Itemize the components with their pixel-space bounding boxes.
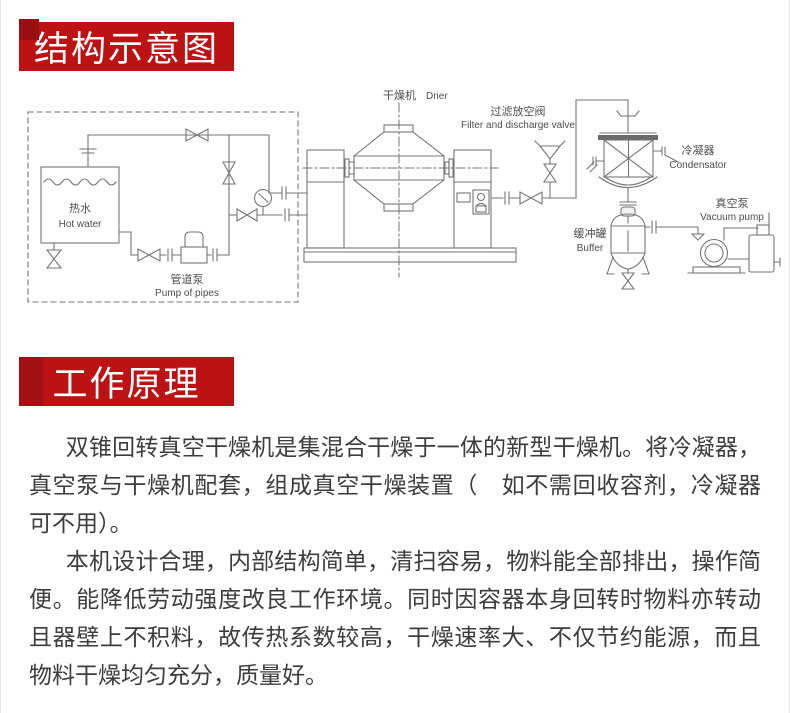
section-title-structure: 结构示意图 (19, 19, 234, 71)
pump-base (692, 266, 741, 274)
riser-valve-icon (222, 134, 236, 256)
condenser-label-en: Condensator (669, 160, 727, 171)
pipe-pump-label-en: Pump of pipes (155, 288, 219, 299)
condenser-unit: 冷凝器 Condensator (575, 99, 727, 224)
tank-drain-valve-icon (45, 242, 63, 269)
drier-label-en: Drier (426, 91, 448, 102)
vacuum-pump-unit: 真空泵 Vacuum pump (644, 196, 781, 274)
principle-title-text: 工作原理 (52, 365, 201, 404)
hot-water-tank (40, 166, 120, 244)
water-wave-line (43, 178, 117, 186)
section-title-principle: 工作原理 (19, 357, 234, 406)
top-supply-pipe (79, 128, 270, 168)
pipe-pump-assembly (118, 231, 230, 264)
double-cone-vessel (353, 124, 445, 212)
pump-motor-icon (184, 231, 204, 248)
pipe-pump-label-cn: 管道泵 (171, 272, 204, 286)
banner-corner-accent (19, 19, 39, 40)
structure-diagram: 热水 Hot water (27, 88, 781, 303)
drier-left-column (306, 149, 345, 249)
pump-body-icon (180, 246, 208, 264)
buffer-label-cn: 缓冲罐 (574, 226, 607, 240)
filter-funnel-icon (538, 145, 562, 160)
drier-base (303, 247, 517, 263)
filter-discharge-valve-unit: 过滤放空阀 Filter and discharge valve (461, 104, 577, 205)
drier-label-cn: 干燥机 (383, 88, 416, 102)
sight-panel-icon (472, 189, 490, 215)
principle-text: 双锥回转真空干燥机是集混合干燥于一体的新型干燥机。将冷凝器，真空泵与干燥机配套，… (1, 428, 789, 694)
structure-title-text: 结构示意图 (33, 30, 219, 69)
filter-valve-label-cn: 过滤放空阀 (491, 104, 546, 118)
buffer-tank-unit: 缓冲罐 Buffer (574, 213, 650, 290)
hot-water-label-cn: 热水 (69, 202, 91, 215)
vacuum-pump-label-cn: 真空泵 (716, 196, 749, 210)
dashed-enclosure (27, 111, 299, 303)
panel-button-icon (456, 192, 471, 203)
receiver-tank (748, 234, 775, 273)
upper-outlet-pipe (268, 134, 308, 200)
vacuum-pump-label-en: Vacuum pump (700, 212, 764, 223)
hot-water-unit: 热水 Hot water (27, 111, 308, 303)
principle-paragraph-2: 本机设计合理，内部结构简单，清扫容易，物料能全部排出，操作简便。能降低劳动强度改… (29, 548, 761, 688)
condenser-label-cn: 冷凝器 (682, 143, 715, 157)
gauge-line (228, 188, 308, 222)
principle-paragraph-1: 双锥回转真空干燥机是集混合干燥于一体的新型干燥机。将冷凝器，真空泵与干燥机配套，… (29, 434, 761, 536)
hot-water-label-en: Hot water (59, 219, 102, 230)
banner-corner-accent (19, 357, 43, 406)
buffer-label-en: Buffer (577, 243, 604, 254)
pressure-gauge-icon (253, 188, 273, 208)
filter-valve-label-en: Filter and discharge valve (461, 120, 575, 131)
drier-unit: 干燥机 Drier (302, 88, 517, 278)
